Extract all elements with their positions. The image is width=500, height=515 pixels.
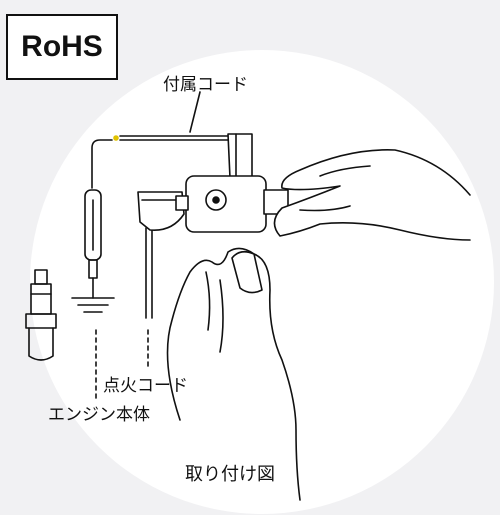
left-hand bbox=[166, 247, 301, 501]
right-hand-crease-1 bbox=[299, 205, 351, 212]
accessory-cord-leader bbox=[189, 91, 201, 133]
right-hand-crease-2 bbox=[319, 165, 371, 177]
left-hand-finger-line-1 bbox=[205, 271, 211, 331]
connector-socket bbox=[205, 189, 227, 211]
rohs-badge: RoHS bbox=[6, 14, 118, 80]
ignition-cord-label: 点火コード bbox=[103, 376, 188, 396]
left-thumb bbox=[231, 250, 263, 294]
ignition-boot bbox=[137, 191, 185, 231]
accessory-cord-left bbox=[91, 139, 113, 189]
cord-tip-marker bbox=[113, 135, 119, 141]
connector-side-port bbox=[175, 195, 189, 211]
cord-elbow bbox=[227, 133, 253, 179]
right-hand bbox=[273, 149, 471, 241]
accessory-cord-label: 付属コード bbox=[163, 75, 248, 95]
plug-body bbox=[28, 327, 54, 361]
connector-socket-pin bbox=[212, 196, 220, 204]
plug-hex bbox=[25, 313, 57, 329]
engine-body-label: エンジン本体 bbox=[48, 405, 150, 425]
connector-right-port bbox=[263, 189, 289, 215]
left-hand-finger-line-2 bbox=[219, 279, 224, 353]
diagram-caption: 取り付け図 bbox=[185, 464, 275, 485]
